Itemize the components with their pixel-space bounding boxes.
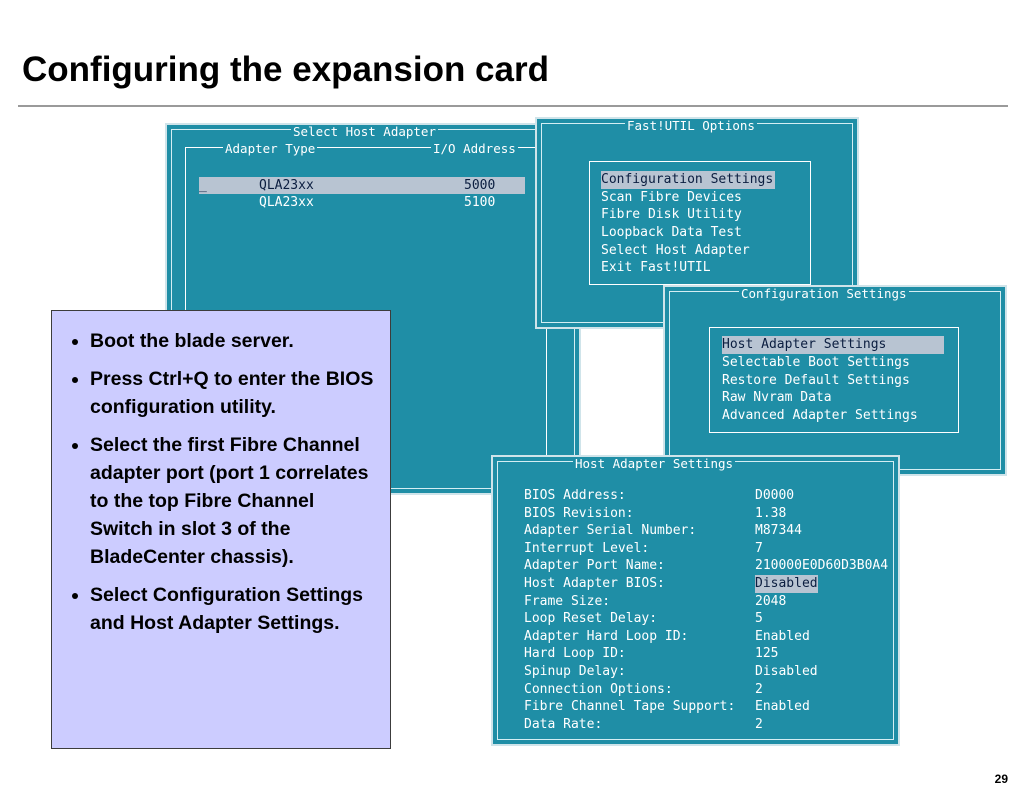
fastutil-menu-frame — [589, 161, 811, 285]
configuration-settings-title: Configuration Settings — [739, 286, 909, 301]
menu-item-restore-default-settings[interactable]: Restore Default Settings — [722, 373, 910, 388]
setting-row[interactable]: BIOS Revision: 1.38 — [524, 505, 896, 522]
setting-label: BIOS Address: — [524, 488, 626, 503]
host-adapter-settings-window: Host Adapter Settings BIOS Address: D0000… — [491, 455, 900, 746]
instructions-list: Boot the blade server. Press Ctrl+Q to e… — [52, 311, 390, 637]
select-host-adapter-title: Select Host Adapter — [291, 124, 438, 139]
setting-row[interactable]: Adapter Port Name: 210000E0D60D3B0A4 — [524, 557, 896, 574]
adapter-type: QLA23xx — [259, 195, 314, 210]
adapter-address: 5000 — [464, 178, 496, 193]
setting-label: BIOS Revision: — [524, 505, 634, 521]
setting-label: Spinup Delay: — [524, 664, 626, 679]
setting-value: M87344 — [755, 523, 802, 539]
setting-label: Adapter Hard Loop ID: — [524, 628, 689, 644]
setting-value: Enabled — [755, 699, 810, 715]
menu-item-scan-fibre-devices[interactable]: Scan Fibre Devices — [601, 190, 742, 205]
setting-value: Disabled — [755, 575, 818, 593]
io-address-header: I/O Address — [431, 141, 518, 156]
adapter-type-header: Adapter Type — [223, 141, 318, 156]
setting-label: Adapter Serial Number: — [524, 523, 697, 539]
menu-item-fibre-disk-utility[interactable]: Fibre Disk Utility — [601, 207, 742, 222]
setting-row[interactable]: Hard Loop ID: 125 — [524, 645, 896, 662]
page-number: 29 — [994, 772, 1008, 786]
setting-value: 2 — [755, 681, 763, 697]
adapter-row-1[interactable]: _ QLA23xx 5000 — [199, 177, 525, 194]
title-divider — [18, 105, 1008, 107]
adapter-type: QLA23xx — [259, 178, 314, 193]
instruction-item: Boot the blade server. — [90, 327, 376, 355]
setting-row[interactable]: Spinup Delay: Disabled — [524, 663, 896, 680]
setting-value: 7 — [755, 540, 763, 556]
setting-row[interactable]: Frame Size: 2048 — [524, 593, 896, 610]
menu-item-loopback-data-test[interactable]: Loopback Data Test — [601, 225, 742, 240]
menu-item-advanced-adapter-settings[interactable]: Advanced Adapter Settings — [722, 408, 918, 423]
setting-row[interactable]: Adapter Hard Loop ID: Enabled — [524, 628, 896, 645]
instructions-panel: Boot the blade server. Press Ctrl+Q to e… — [51, 310, 391, 749]
configuration-menu-frame — [709, 327, 959, 433]
setting-value: 2 — [755, 716, 763, 732]
setting-row[interactable]: Interrupt Level: 7 — [524, 540, 896, 557]
setting-row[interactable]: Loop Reset Delay: 5 — [524, 610, 896, 627]
setting-label: Host Adapter BIOS: — [524, 576, 665, 591]
host-adapter-settings-title: Host Adapter Settings — [573, 456, 736, 471]
setting-label: Connection Options: — [524, 681, 673, 697]
setting-value: 2048 — [755, 593, 787, 609]
setting-label: Loop Reset Delay: — [524, 611, 658, 627]
adapter-row-2[interactable]: QLA23xx 5100 — [199, 194, 525, 211]
setting-label: Interrupt Level: — [524, 540, 650, 556]
instruction-item: Select the first Fibre Channel adapter p… — [90, 431, 376, 571]
menu-item-select-host-adapter[interactable]: Select Host Adapter — [601, 243, 750, 258]
setting-row[interactable]: BIOS Address: D0000 — [524, 487, 896, 504]
slide-title: Configuring the expansion card — [22, 50, 549, 89]
menu-item-host-adapter-settings[interactable]: Host Adapter Settings — [722, 336, 944, 354]
instruction-item: Select Configuration Settings and Host A… — [90, 581, 376, 637]
setting-label: Adapter Port Name: — [524, 558, 665, 574]
menu-item-configuration-settings[interactable]: Configuration Settings — [601, 171, 776, 189]
setting-label: Fibre Channel Tape Support: — [524, 699, 736, 715]
setting-row[interactable]: Host Adapter BIOS: Disabled — [524, 575, 896, 593]
setting-label: Hard Loop ID: — [524, 646, 626, 662]
selection-cursor: _ — [199, 178, 207, 193]
setting-label: Data Rate: — [524, 716, 603, 732]
setting-row[interactable]: Fibre Channel Tape Support: Enabled — [524, 698, 896, 715]
adapter-address: 5100 — [464, 195, 496, 210]
setting-row[interactable]: Adapter Serial Number: M87344 — [524, 522, 896, 539]
instruction-item: Press Ctrl+Q to enter the BIOS configura… — [90, 365, 376, 421]
menu-item-exit-fastutil[interactable]: Exit Fast!UTIL — [601, 260, 711, 275]
menu-item-selectable-boot-settings[interactable]: Selectable Boot Settings — [722, 355, 910, 370]
setting-value: 125 — [755, 646, 779, 662]
setting-value: 1.38 — [755, 505, 787, 521]
setting-value: Disabled — [755, 664, 818, 679]
setting-row[interactable]: Connection Options: 2 — [524, 681, 896, 698]
setting-value: D0000 — [755, 488, 795, 503]
configuration-settings-window: Configuration Settings Host Adapter Sett… — [663, 285, 1007, 476]
setting-row[interactable]: Data Rate: 2 — [524, 716, 896, 733]
setting-value: 210000E0D60D3B0A4 — [755, 558, 889, 574]
menu-item-raw-nvram-data[interactable]: Raw Nvram Data — [722, 390, 832, 405]
setting-value: 5 — [755, 611, 763, 627]
setting-value: Enabled — [755, 628, 810, 644]
fastutil-options-title: Fast!UTIL Options — [625, 118, 757, 133]
setting-label: Frame Size: — [524, 593, 611, 609]
